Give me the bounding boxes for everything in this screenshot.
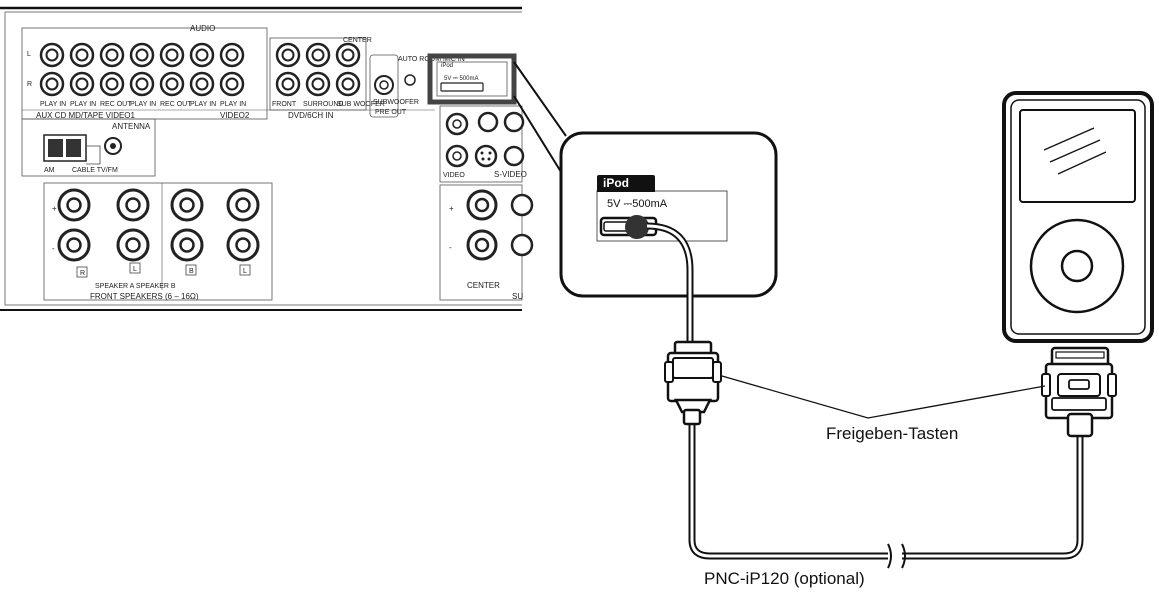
ipod-device xyxy=(1002,91,1154,343)
release-button-left xyxy=(664,361,674,383)
jack-label: PLAY IN xyxy=(190,101,216,108)
ipod-screen xyxy=(1019,109,1136,203)
antenna-frame xyxy=(21,118,156,177)
antenna-label: ANTENNA xyxy=(112,122,151,131)
rca-jack xyxy=(99,42,125,68)
pnc-ip120-cable xyxy=(646,222,1117,569)
video-label: VIDEO xyxy=(443,172,465,179)
rca-jack xyxy=(189,42,215,68)
release-pointer-lines xyxy=(721,375,1046,419)
rca-jack xyxy=(129,71,155,97)
zoom-port-title: iPod xyxy=(597,175,655,192)
ipod-port-highlight xyxy=(427,53,517,105)
rca-jack xyxy=(305,71,331,97)
audio-header: AUDIO xyxy=(190,24,215,33)
front-speaker-frame xyxy=(43,182,273,301)
receiver-side-plug xyxy=(664,340,722,426)
release-button-right xyxy=(712,361,722,383)
rca-jack xyxy=(335,42,361,68)
rca-jack xyxy=(159,71,185,97)
rca-jack xyxy=(69,42,95,68)
rca-jack xyxy=(189,71,215,97)
rca-jack xyxy=(305,42,331,68)
speaker-binding-post xyxy=(226,228,260,262)
channel-l-label: L xyxy=(27,51,31,58)
group-label-aux-video1: AUX CD MD/TAPE VIDEO1 xyxy=(36,111,136,120)
subwoofer-in-label: SUB WOOFER xyxy=(337,101,385,108)
speaker-l-label: L xyxy=(133,266,137,273)
speaker-binding-post xyxy=(170,188,204,222)
jack-label: PLAY IN xyxy=(130,101,156,108)
group-label-dvd-6ch: DVD/6CH IN xyxy=(288,111,334,120)
speaker-binding-post xyxy=(57,188,91,222)
rca-jack xyxy=(69,71,95,97)
jack-label: REC OUT xyxy=(160,101,192,108)
surround-partial-label: SU xyxy=(512,292,523,301)
am-label: AM xyxy=(44,167,55,174)
speaker-b-r-label: B xyxy=(189,268,194,275)
jack-label: PLAY IN xyxy=(40,101,66,108)
rca-jack-grid xyxy=(39,42,361,97)
cable-model-label: PNC-iP120 (optional) xyxy=(704,569,865,588)
jack-label: REC OUT xyxy=(100,101,132,108)
speaker-minus-2: - xyxy=(449,243,452,252)
subwoofer-preout-label: SUBWOOFER xyxy=(373,99,419,106)
rca-jack xyxy=(335,71,361,97)
center-label: CENTER xyxy=(343,37,372,44)
speaker-plus-1: + xyxy=(52,204,57,213)
center-speaker-label: CENTER xyxy=(467,281,500,290)
speaker-binding-post xyxy=(170,228,204,262)
speaker-binding-posts xyxy=(57,188,260,262)
rca-jack xyxy=(275,42,301,68)
svideo-label: S-VIDEO xyxy=(494,170,527,179)
speaker-binding-post xyxy=(116,188,150,222)
speaker-minus-1: - xyxy=(52,244,55,253)
ipod-dock-plug xyxy=(1041,346,1117,438)
speaker-binding-post xyxy=(116,228,150,262)
center-button-icon xyxy=(1060,249,1094,283)
rca-jack xyxy=(159,42,185,68)
preout-label: PRE OUT xyxy=(375,109,407,116)
rca-jack xyxy=(39,42,65,68)
rca-jack xyxy=(219,42,245,68)
rca-jack xyxy=(39,71,65,97)
zoom-port-rating: 5V ⎓500mA xyxy=(607,198,668,210)
speaker-ab-label: SPEAKER A SPEAKER B xyxy=(95,283,176,290)
speaker-r-label: R xyxy=(80,270,85,277)
front-label: FRONT xyxy=(272,101,297,108)
zoom-callout xyxy=(513,61,778,298)
jack-label: PLAY IN xyxy=(220,101,246,108)
rca-jack xyxy=(129,42,155,68)
group-label-video2: VIDEO2 xyxy=(220,111,250,120)
small-port-rating: 5V ⎓ 500mA xyxy=(444,76,479,82)
ipod-port-small xyxy=(440,82,484,92)
rca-jack xyxy=(275,71,301,97)
speaker-binding-post xyxy=(226,188,260,222)
speaker-plus-2: + xyxy=(449,204,454,213)
cable-fm-label: CABLE TV/FM xyxy=(72,167,118,174)
cable-plug-dot xyxy=(625,215,649,239)
small-port-title: iPod xyxy=(441,63,454,69)
jack-label: PLAY IN xyxy=(70,101,96,108)
speaker-b-l-label: L xyxy=(243,268,247,275)
rca-jack xyxy=(219,71,245,97)
video-frame xyxy=(439,105,523,183)
channel-r-label: R xyxy=(27,81,32,88)
speaker-binding-post xyxy=(57,228,91,262)
surround-label: SURROUND xyxy=(303,101,343,108)
release-buttons-label: Freigeben-Tasten xyxy=(826,424,959,443)
front-speakers-label: FRONT SPEAKERS (6 – 16Ω) xyxy=(90,292,199,301)
rca-jack xyxy=(99,71,125,97)
